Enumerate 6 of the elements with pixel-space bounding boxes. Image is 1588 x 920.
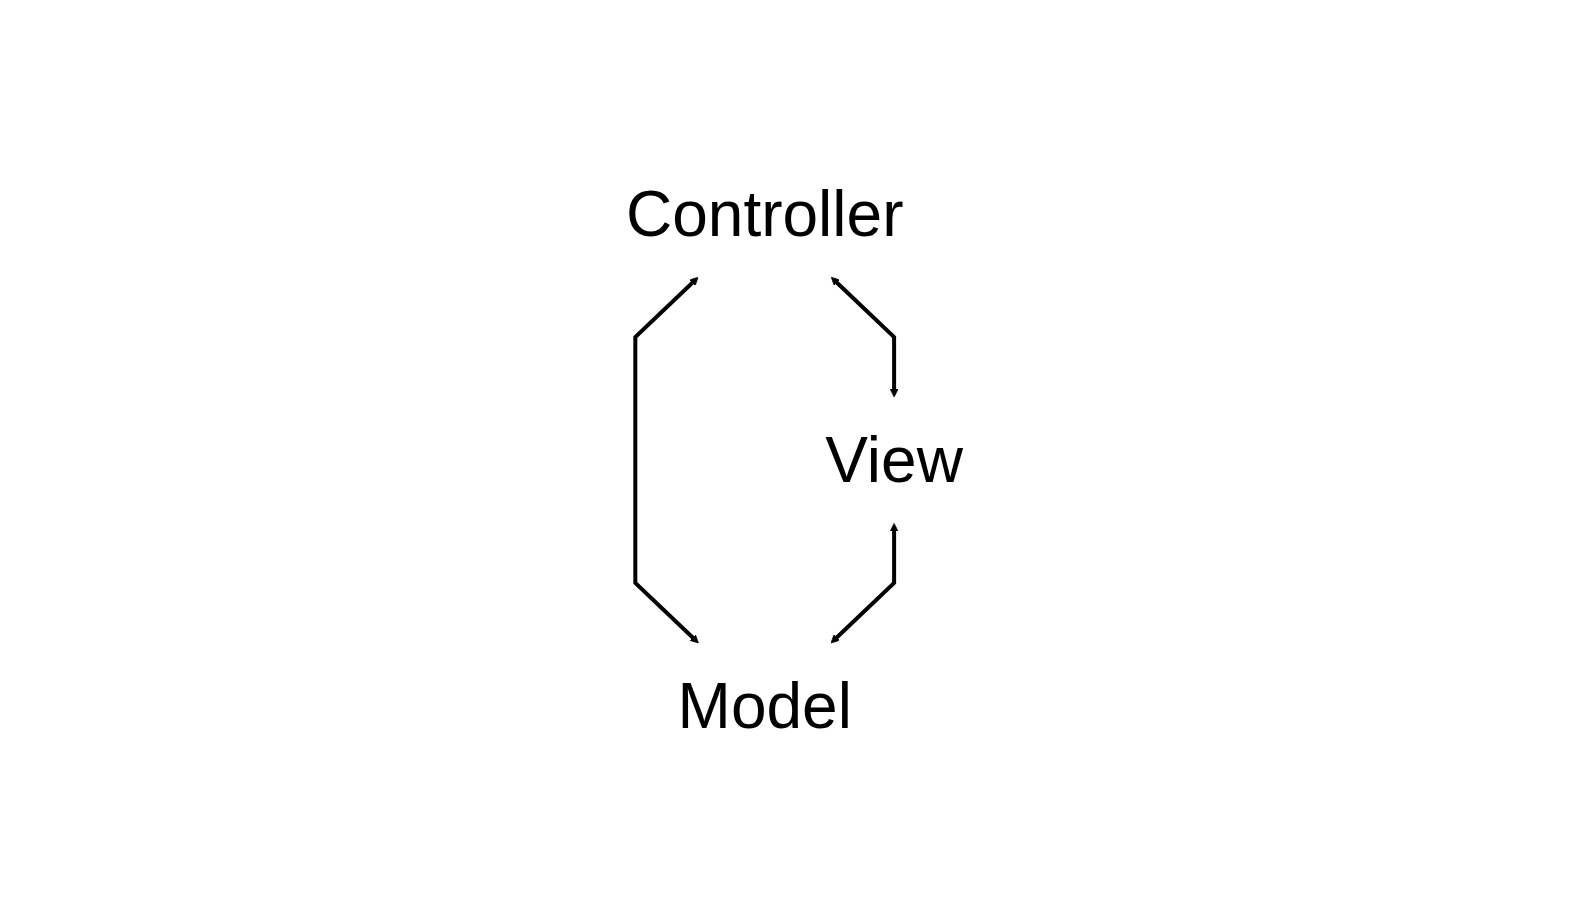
arrow bbox=[632, 276, 699, 644]
node-text: View bbox=[824, 424, 963, 496]
node-text: Controller bbox=[625, 178, 903, 250]
node-text: Model bbox=[677, 670, 852, 742]
arrow bbox=[830, 523, 899, 644]
arrow bbox=[830, 276, 899, 398]
